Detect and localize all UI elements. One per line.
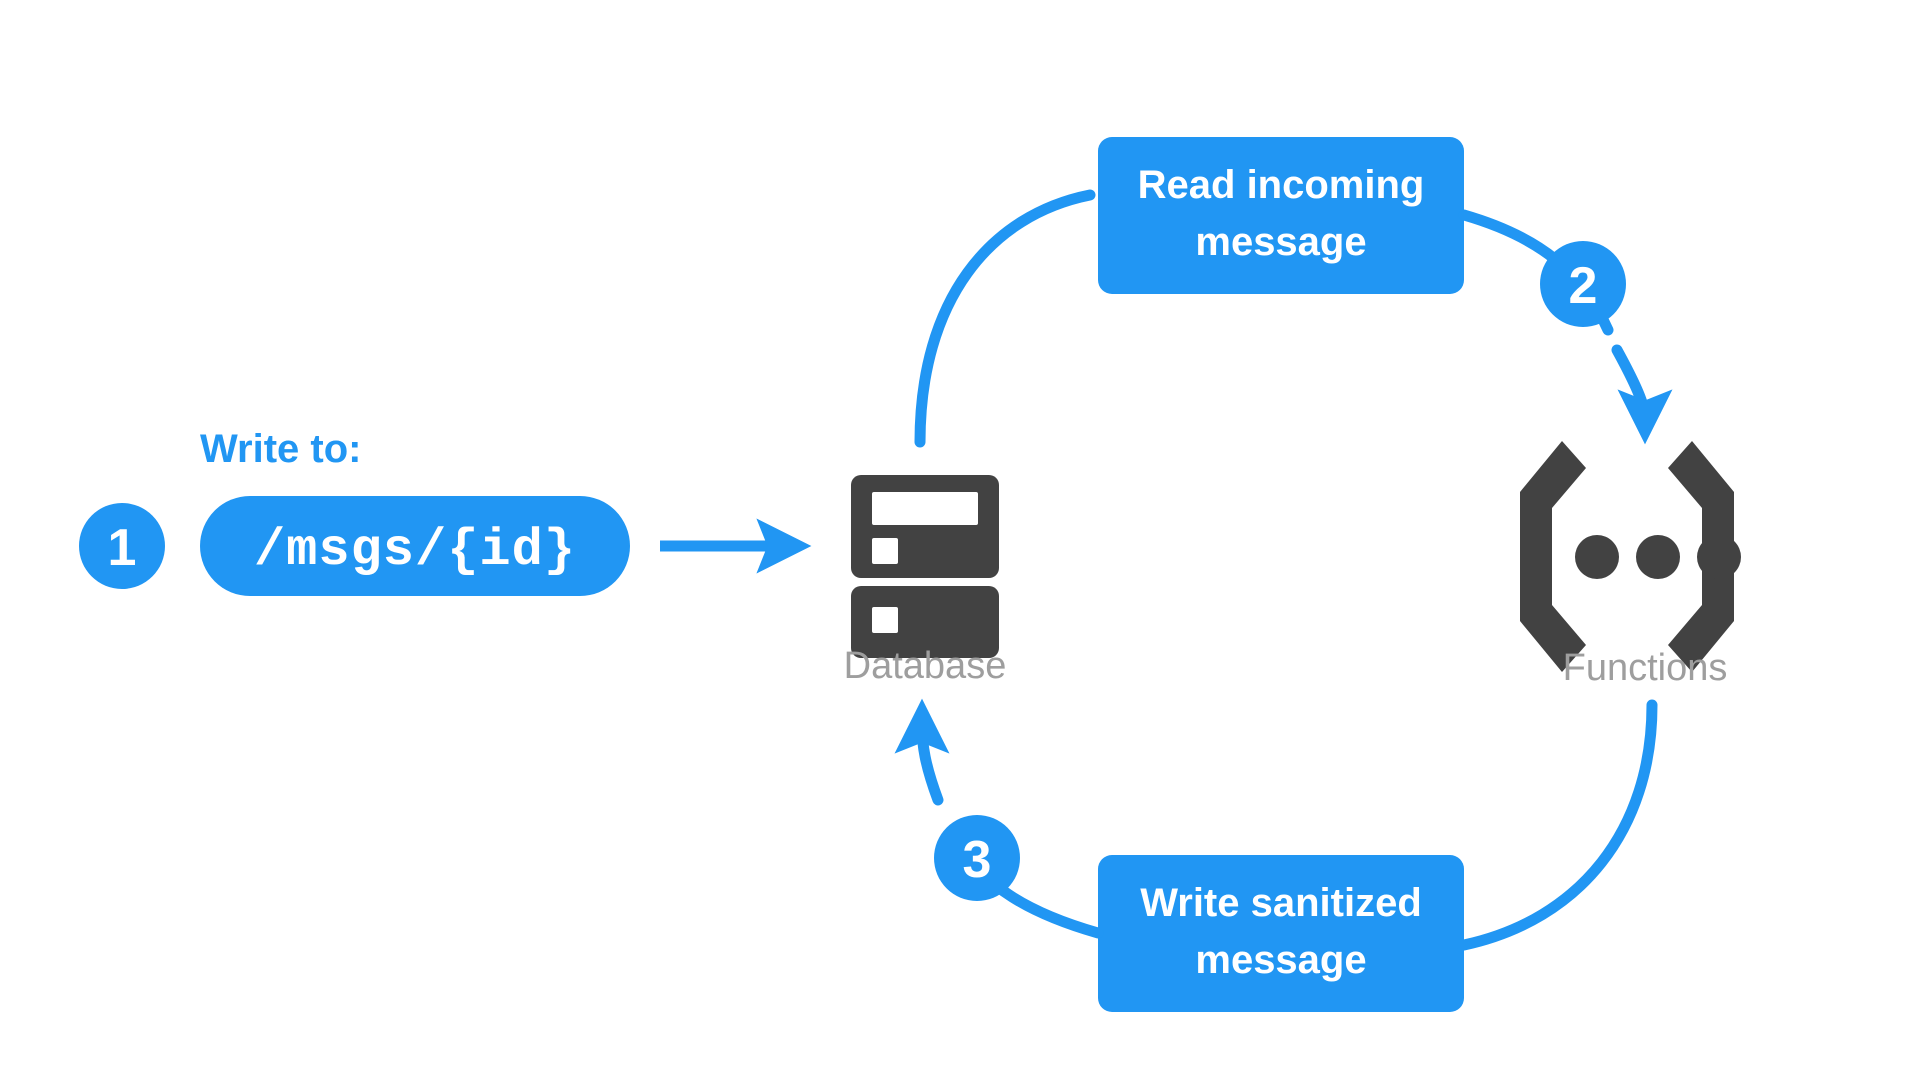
functions-brackets-icon [1520, 441, 1741, 672]
database-path-pill[interactable]: /msgs/{id} [200, 496, 630, 596]
database-icon-top-slot [872, 492, 978, 525]
step-3-circle [934, 815, 1020, 901]
step-badge-3: 3 [934, 815, 1020, 901]
step-badge-2: 2 [1540, 241, 1626, 327]
path-pill-shape [200, 496, 630, 596]
functions-icon-dot-1 [1575, 535, 1619, 579]
write-sanitized-message-box[interactable]: Write sanitized message [1098, 855, 1464, 1012]
database-icon-bottom-led [872, 607, 898, 633]
functions-node: Functions [1520, 441, 1741, 689]
read-box-line-1: Read incoming [1138, 163, 1425, 207]
step-2-circle [1540, 241, 1626, 327]
write-box-line-2: message [1195, 938, 1366, 982]
arc-step-2-to-functions [1611, 344, 1673, 445]
write-box-line-1: Write sanitized [1140, 881, 1422, 925]
database-icon-bottom-unit [851, 586, 999, 658]
database-icon [851, 475, 999, 658]
read-box-shape [1098, 137, 1464, 294]
database-node-label: Database [844, 645, 1007, 687]
read-incoming-message-box[interactable]: Read incoming message [1098, 137, 1464, 294]
write-to-caption: Write to: [200, 427, 361, 471]
step-1-number: 1 [108, 519, 137, 577]
step-2-number: 2 [1569, 257, 1598, 315]
arc-step-3-to-database [894, 698, 950, 806]
functions-icon-dot-3 [1697, 535, 1741, 579]
database-icon-top-led [872, 538, 898, 564]
functions-icon-right-bracket [1668, 441, 1734, 672]
step-badge-1: 1 [79, 503, 165, 589]
functions-node-label: Functions [1563, 647, 1728, 689]
arc-database-to-read-box [914, 189, 1096, 448]
write-box-shape [1098, 855, 1464, 1012]
read-box-line-2: message [1195, 220, 1366, 264]
step-3-number: 3 [963, 831, 992, 889]
arc-functions-to-write-box [1458, 699, 1658, 951]
path-pill-text: /msgs/{id} [254, 521, 576, 580]
functions-icon-dot-2 [1636, 535, 1680, 579]
step-1-circle [79, 503, 165, 589]
database-node: Database [844, 475, 1007, 687]
functions-icon-left-bracket [1520, 441, 1586, 672]
